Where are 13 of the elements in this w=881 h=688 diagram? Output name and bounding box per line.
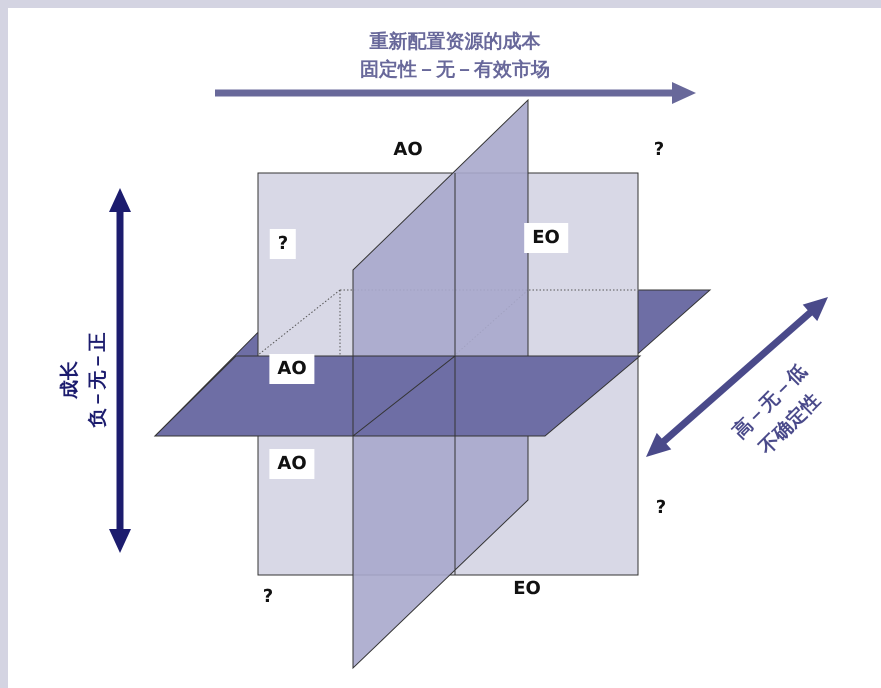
axis-label: ? [654, 141, 664, 159]
quadrant-label: AO [269, 449, 315, 479]
axis-label: 成长 [60, 361, 80, 399]
axis-label: ? [656, 499, 666, 517]
axis-label: 负－无－正 [88, 332, 108, 428]
quadrant-label: ? [270, 229, 296, 259]
axis-label: ? [262, 588, 274, 606]
axis-label: EO [513, 580, 541, 598]
quadrant-label: AO [269, 354, 315, 384]
quadrant-label: EO [524, 223, 568, 253]
axis-label: 固定性－无－有效市场 [360, 60, 550, 80]
axis-label: 重新配置资源的成本 [370, 32, 540, 52]
axis-label: AO [393, 141, 423, 159]
